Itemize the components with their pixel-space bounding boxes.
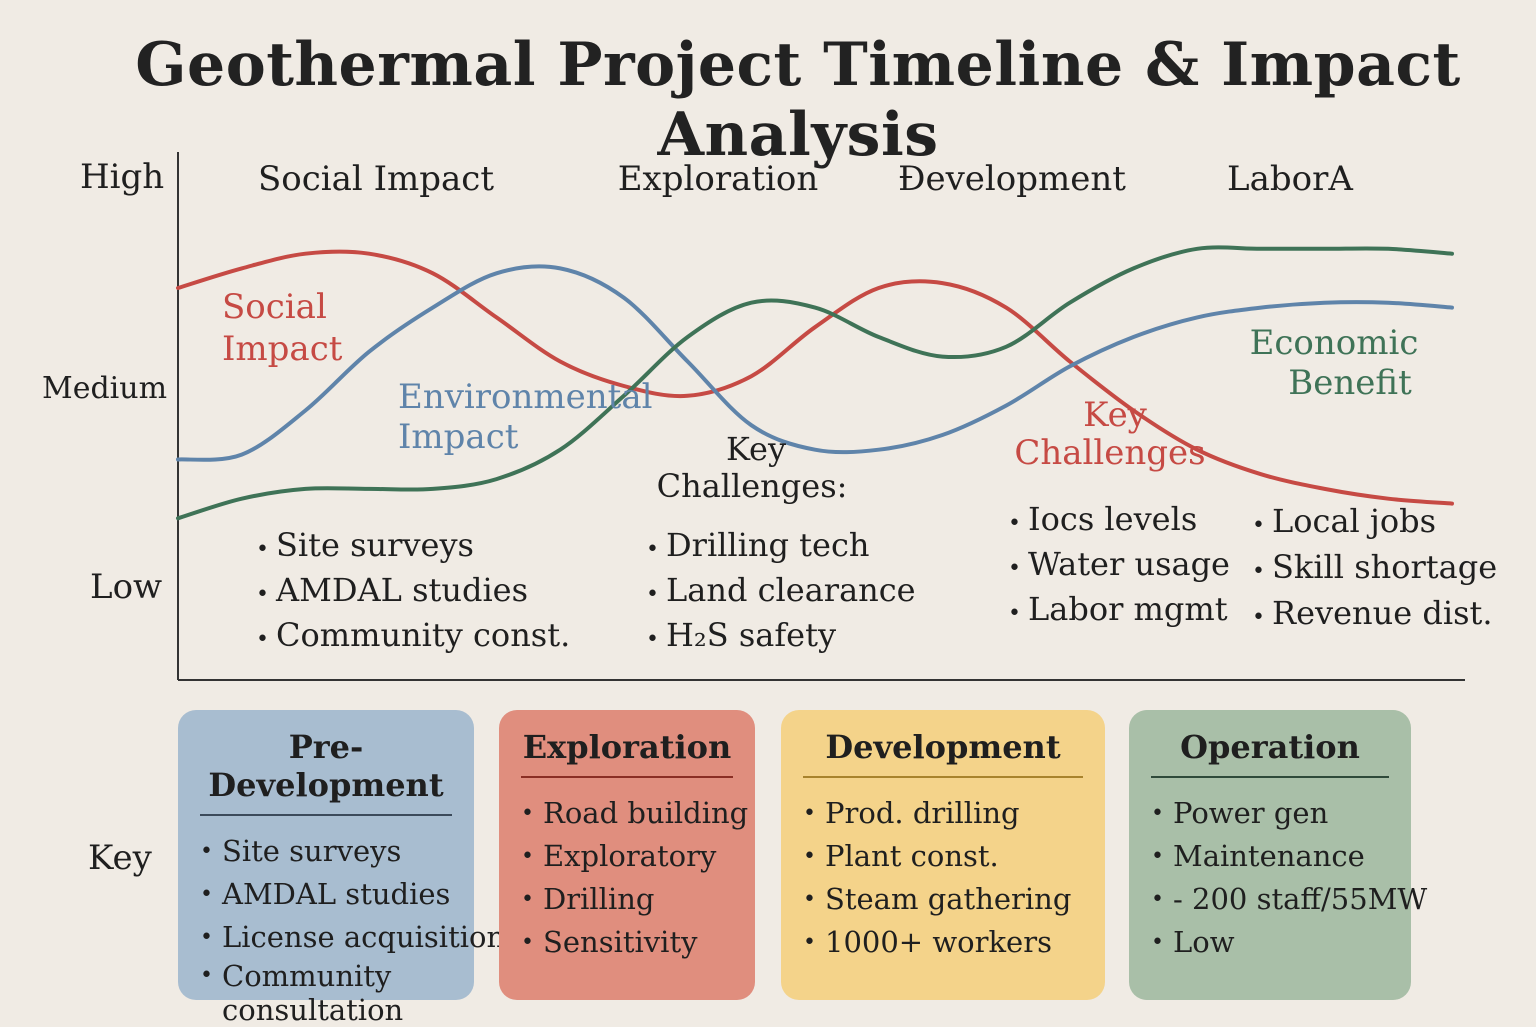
phase-box-exploration: Exploration Road building Exploratory Dr… (499, 710, 755, 1000)
annotation-key-challenges: Challenges: (657, 467, 848, 505)
chart-bullet-item-bullet: • (256, 537, 269, 562)
phase-item: Exploratory (521, 835, 733, 878)
chart-bullet-item-bullet: • (646, 537, 659, 562)
phase-label: LaborA (1227, 159, 1353, 199)
phase-label: Social Impact (258, 159, 494, 199)
phase-item: Site surveys (200, 830, 452, 873)
page-title: Geothermal Project Timeline & Impact Ana… (135, 30, 1461, 170)
phase-box-pre-development: Pre-Development Site surveys AMDAL studi… (178, 710, 505, 1027)
series-line-social (176, 249, 1454, 506)
chart-bullet-item-bullet: • (1252, 513, 1265, 538)
chart-bullet-item-bullet: • (1252, 559, 1265, 584)
chart-bullet-item: Skill shortage (1272, 548, 1497, 586)
chart-bullet-item: Labor mgmt (1028, 590, 1228, 628)
phase-title: Operation (1151, 728, 1389, 778)
key-label: Key (88, 838, 152, 878)
phase-title: Exploration (521, 728, 733, 778)
phase-box-operation: Operation Power gen Maintenance - 200 st… (1129, 710, 1427, 1000)
chart-bullet-item: Iocs levels (1028, 500, 1197, 538)
series-label-environmental: Impact (398, 417, 519, 457)
phase-title: Pre-Development (200, 728, 452, 816)
phase-item: License acquisition (200, 916, 505, 959)
series-line-environmental (176, 264, 1454, 462)
phase-item: Plant const. (803, 835, 1083, 878)
chart-bullet-item: Community const. (276, 616, 570, 654)
chart-bullet-item-bullet: • (646, 627, 659, 652)
phase-item: Prod. drilling (803, 792, 1083, 835)
series-label-economic: Economic (1250, 323, 1419, 363)
phase-label: Ɖevelopment (898, 159, 1126, 199)
chart-bullet-item-bullet: • (256, 582, 269, 607)
phase-item: Low (1151, 921, 1389, 964)
series-label-social: Social (222, 287, 327, 327)
phase-title: Development (803, 728, 1083, 778)
phase-item: Community consultation (200, 959, 452, 1027)
chart-bullet-item: Drilling tech (666, 526, 869, 564)
chart-bullet-item-bullet: • (1008, 511, 1021, 536)
phase-item: Steam gathering (803, 878, 1083, 921)
chart-bullet-item-bullet: • (256, 627, 269, 652)
phase-item: Drilling (521, 878, 733, 921)
phase-item: AMDAL studies (200, 873, 452, 916)
annotation-key-challenges: Key (726, 430, 786, 468)
phase-item: Sensitivity (521, 921, 733, 964)
chart-bullet-item: Land clearance (666, 571, 916, 609)
chart-bullet-item: Local jobs (1272, 502, 1436, 540)
annotation-key-challenges: Key (1083, 395, 1148, 435)
y-tick-label: Medium (42, 371, 167, 406)
phase-item: - 200 staff/55MW (1151, 878, 1427, 921)
y-tick-label: High (80, 157, 164, 197)
series-label-economic: Benefit (1288, 363, 1412, 403)
chart-bullet-item-bullet: • (1252, 605, 1265, 630)
phase-item: 1000+ workers (803, 921, 1083, 964)
chart-bullet-item: Revenue dist. (1272, 594, 1493, 632)
phase-item: Road building (521, 792, 748, 835)
chart-bullet-item-bullet: • (1008, 601, 1021, 626)
phase-item: Power gen (1151, 792, 1389, 835)
phase-label: Exploration (618, 159, 819, 199)
chart-bullet-item-bullet: • (646, 582, 659, 607)
series-line-economic (176, 245, 1454, 521)
chart-bullet-item-bullet: • (1008, 556, 1021, 581)
series-label-social: Impact (222, 329, 343, 369)
phase-box-development: Development Prod. drilling Plant const. … (781, 710, 1105, 1000)
chart-bullet-item: Water usage (1028, 545, 1230, 583)
chart-bullet-item: AMDAL studies (275, 571, 528, 609)
annotation-key-challenges: Challenges (1014, 433, 1205, 473)
chart-bullet-item: Site surveys (276, 526, 474, 564)
y-tick-label: Low (90, 567, 162, 607)
series-label-environmental: Environmental (398, 377, 653, 417)
phase-item: Maintenance (1151, 835, 1389, 878)
chart-bullet-item: H₂S safety (666, 616, 836, 654)
